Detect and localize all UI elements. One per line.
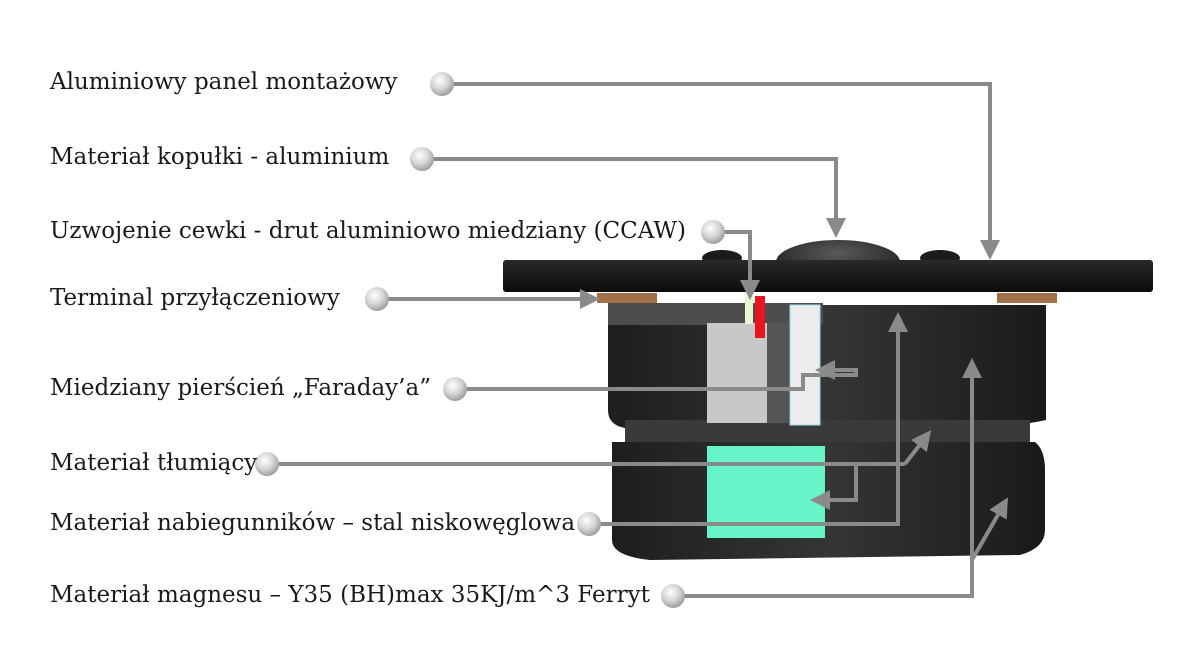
cutaway-top-plate [608, 303, 823, 325]
dot-terminal [365, 287, 389, 311]
leader-voice-coil [714, 230, 760, 300]
dot-pole-piece [577, 512, 601, 536]
label-faraday-ring: Miedziany pierścień „Faraday’a” [50, 375, 431, 401]
dot-voice-coil [701, 220, 725, 244]
leader-lines [268, 82, 1008, 598]
leader-damping-diag [903, 430, 932, 466]
middle-plate [625, 420, 1030, 442]
leader-damping [268, 462, 858, 510]
pole-piece [707, 323, 767, 423]
mounting-panel [503, 260, 1153, 292]
label-mounting-panel: Aluminiowy panel montażowy [50, 69, 398, 95]
leader-magnet [674, 358, 982, 598]
label-pole-piece-material: Materiał nabiegunników – stal niskowęglo… [50, 510, 576, 536]
coil-gap [745, 296, 753, 324]
leader-dome [423, 157, 846, 238]
label-damping-material: Materiał tłumiący [50, 450, 258, 476]
label-magnet-material: Materiał magnesu – Y35 (BH)max 35KJ/m^3 … [50, 582, 650, 608]
dot-magnet [661, 584, 685, 608]
dot-damping [255, 452, 279, 476]
bullet-dots [255, 72, 725, 608]
dot-faraday-ring [443, 377, 467, 401]
leader-pole-piece [590, 312, 908, 526]
terminal-left [597, 293, 657, 303]
leader-faraday-ring-end [815, 360, 858, 380]
label-terminal: Terminal przyłączeniowy [50, 285, 340, 311]
voice-coil-section [755, 296, 765, 338]
dot-mounting-panel [430, 72, 454, 96]
leader-mounting-panel [443, 82, 1000, 260]
label-voice-coil: Uzwojenie cewki - drut aluminiowo miedzi… [50, 218, 686, 244]
dot-dome [410, 147, 434, 171]
cut-dark-strip [767, 323, 789, 423]
leader-magnet-diag [970, 497, 1008, 561]
label-dome-material: Materiał kopułki - aluminium [50, 144, 390, 170]
terminal-right [997, 293, 1057, 303]
faraday-ring-section [789, 304, 821, 426]
